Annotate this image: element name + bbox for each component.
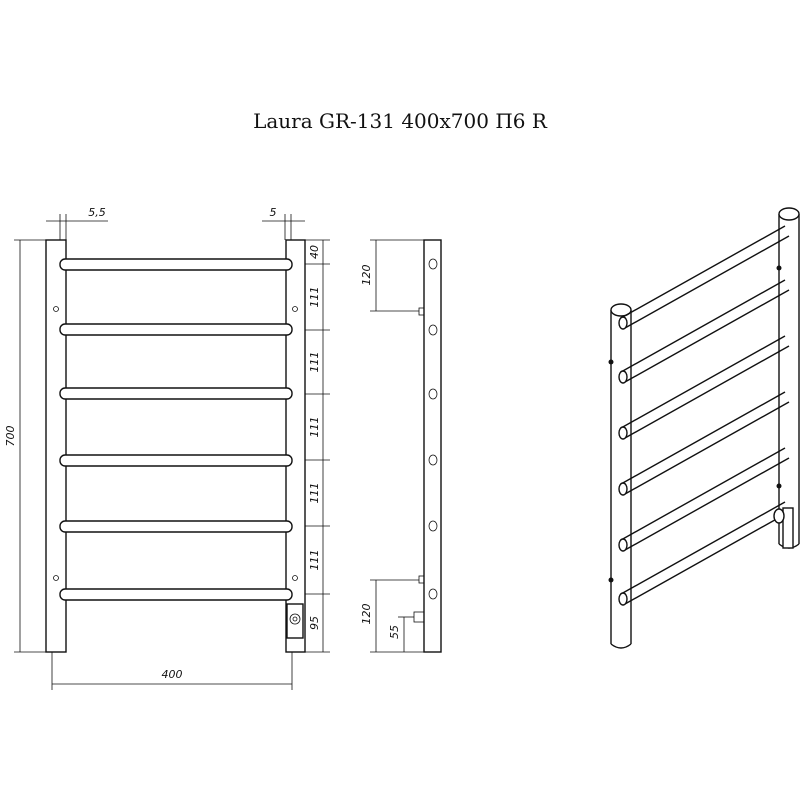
iso-heater	[782, 507, 794, 549]
dim-spacing-6: 95	[308, 616, 321, 630]
iso-crossbars	[618, 225, 790, 606]
dim-side-bottom: 120	[360, 604, 373, 625]
dim-side-small: 55	[388, 625, 401, 639]
front-view: 5,5 5 700 400 40 111 111 111 111 111 95	[4, 206, 330, 690]
dim-spacing-2: 111	[308, 352, 321, 373]
wall-bracket	[418, 575, 425, 584]
dim-height-total: 700	[4, 426, 17, 447]
dim-spacing-0: 40	[308, 245, 321, 259]
dim-top-left-offset: 5,5	[88, 206, 106, 219]
dim-spacing-3: 111	[308, 417, 321, 438]
left-post	[45, 239, 67, 653]
crossbar	[59, 454, 293, 467]
dim-top-right-offset: 5	[270, 206, 277, 219]
right-post	[285, 239, 306, 653]
crossbar	[59, 520, 293, 533]
crossbar	[59, 258, 293, 271]
heater-connector-knob	[289, 613, 301, 625]
dim-spacing-4: 111	[308, 483, 321, 504]
mount-hole	[53, 306, 59, 312]
dim-width-total: 400	[162, 668, 183, 681]
dim-spacing-5: 111	[308, 550, 321, 571]
drawing-title: Laura GR-131 400x700 П6 R	[253, 109, 548, 133]
wall-bracket	[418, 307, 425, 316]
mount-hole	[292, 575, 298, 581]
crossbars	[59, 258, 293, 601]
dim-spacing-1: 111	[308, 287, 321, 308]
side-view: 120 120 55	[360, 239, 442, 653]
dim-side-top: 120	[360, 265, 373, 286]
mount-hole	[53, 575, 59, 581]
side-post	[423, 239, 442, 653]
crossbar	[59, 588, 293, 601]
mount-hole	[292, 306, 298, 312]
crossbar	[59, 387, 293, 400]
isometric-view	[608, 207, 800, 649]
heater-box	[413, 611, 425, 623]
crossbar	[59, 323, 293, 336]
